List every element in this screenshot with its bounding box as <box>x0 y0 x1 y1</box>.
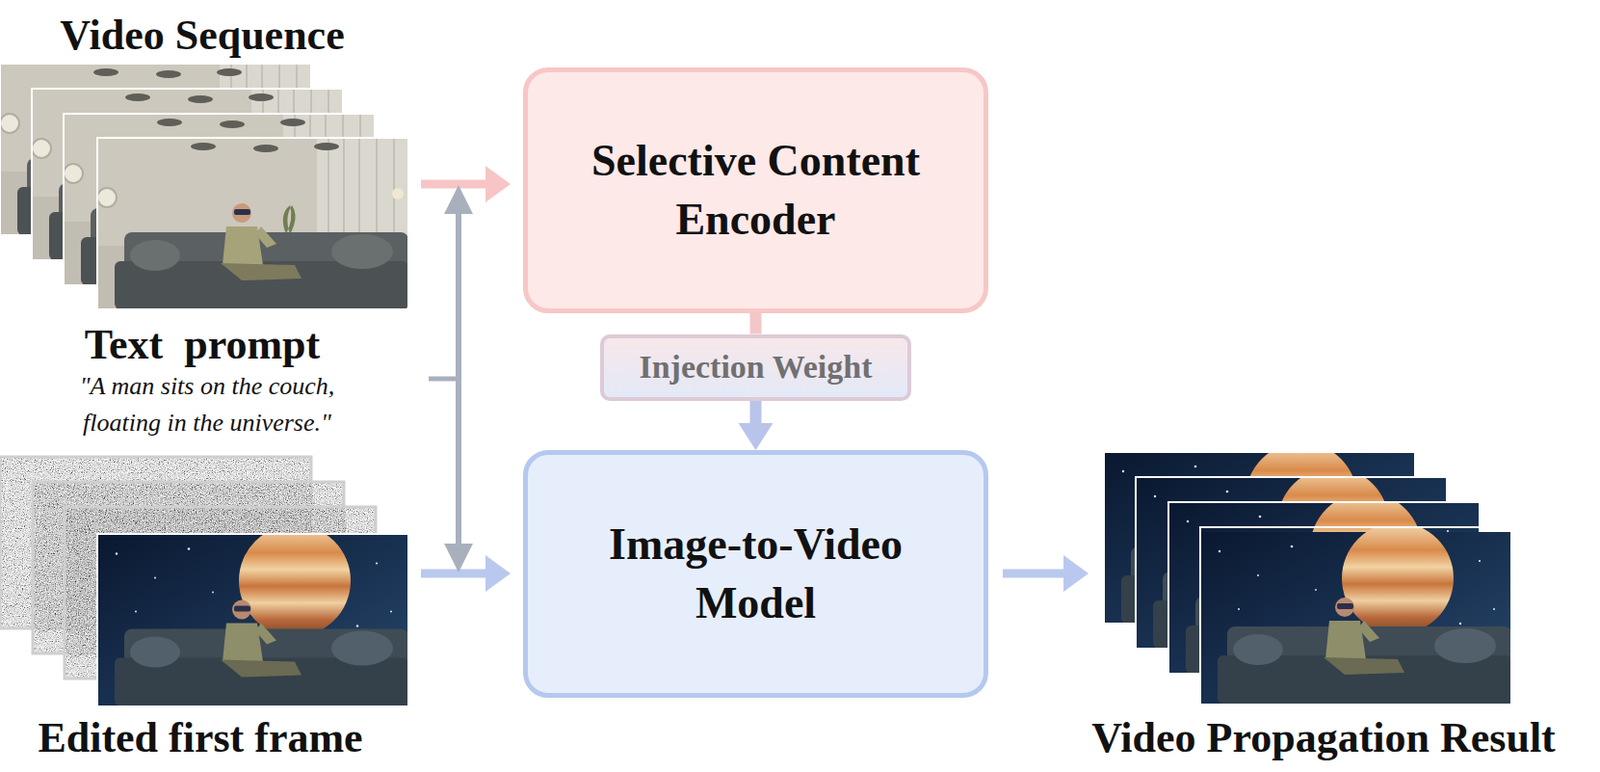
connector <box>738 400 774 451</box>
prompt-text: "A man sits on the couch, floating in th… <box>48 367 367 441</box>
connector-line <box>750 400 762 426</box>
video-frames <box>0 63 409 310</box>
noise-frames <box>0 456 409 707</box>
text-group: Image-to-Video Model <box>577 515 935 632</box>
encoder-box: Selective Content Encoder <box>523 67 989 314</box>
box-text: Injection Weight <box>638 345 872 390</box>
connector-line <box>750 313 762 335</box>
result-frames <box>1103 442 1512 709</box>
weight-box: Injection Weight <box>600 334 912 401</box>
connector <box>755 313 757 335</box>
section-heading: Edited first frame <box>37 714 363 761</box>
arrow-head <box>738 422 774 450</box>
model-box: Image-to-Video Model <box>523 449 989 698</box>
section-heading: Text prompt <box>84 321 320 368</box>
section-heading: Video Sequence <box>59 12 344 59</box>
text-group: Selective Content Encoder <box>544 131 969 249</box>
box-text: Selective Content Encoder <box>544 131 969 249</box>
section-heading: Video Propagation Result <box>1091 714 1556 761</box>
text-group: Injection Weight <box>638 345 872 390</box>
box-text: Image-to-Video Model <box>577 515 935 632</box>
